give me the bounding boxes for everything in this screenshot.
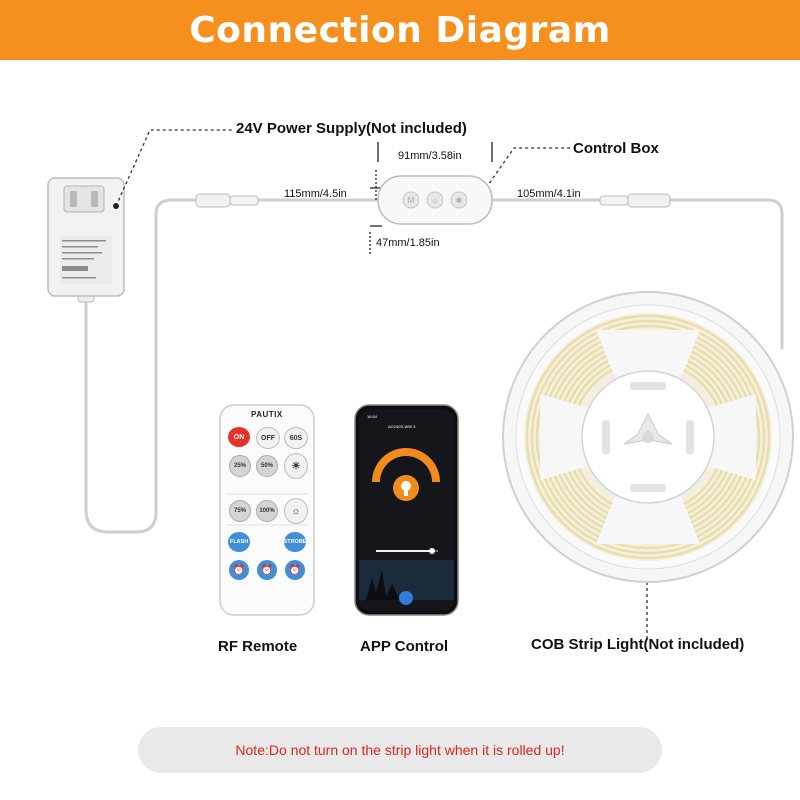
timer-3-icon: ⏰ [285,560,305,580]
remote-strobe-button: STROBE [284,532,306,552]
warning-note: Note:Do not turn on the strip light when… [138,727,662,773]
remote-on-button: ON [228,427,250,447]
remote-flash-button: FLASH [228,532,250,552]
timer-1-icon: ⏰ [229,560,249,580]
svg-text:M: M [408,196,415,205]
remote-timer-button: 60S [284,427,308,449]
rf-remote-caption: RF Remote [218,638,298,655]
dc-connector-right [599,193,671,208]
brightness-up-icon: ☀ [284,453,308,479]
svg-text:✱: ✱ [456,196,463,205]
remote-50-button: 50% [256,455,278,477]
dc-connector-left [195,193,259,208]
remote-off-button: OFF [256,427,280,449]
timer-2-icon: ⏰ [257,560,277,580]
phone-device-name: AG240S-WW 3 [388,424,416,429]
brightness-down-icon: ☼ [284,498,308,524]
cob-strip-caption: COB Strip Light(Not included) [531,636,745,653]
power-supply-label: 24V Power Supply(Not included) [236,120,467,137]
page-title: Connection Diagram [189,9,611,51]
power-adapter-icon [47,177,125,303]
control-box-icon: M ☼ ✱ [377,175,493,225]
phone-time: 16:54 [367,414,378,419]
warning-note-text: Note:Do not turn on the strip light when… [235,742,565,758]
remote-brand: PAUTIX [251,410,283,419]
cables [84,198,784,534]
remote-100-button: 100% [256,500,278,522]
left-cable-length-label: 115mm/4.5in [284,188,347,200]
control-box-width-label: 91mm/3.58in [398,150,462,162]
control-box-height-label: 47mm/1.85in [376,237,440,249]
control-box-label: Control Box [573,140,659,157]
dimension-markers [369,142,493,256]
right-cable-length-label: 105mm/4.1in [517,188,581,200]
remote-75-button: 75% [229,500,251,522]
app-control-caption: APP Control [360,638,449,655]
svg-text:☼: ☼ [431,196,438,205]
led-strip-reel-icon [502,291,794,583]
remote-25-button: 25% [229,455,251,477]
title-banner: Connection Diagram [0,0,800,60]
app-phone-icon [354,404,459,616]
